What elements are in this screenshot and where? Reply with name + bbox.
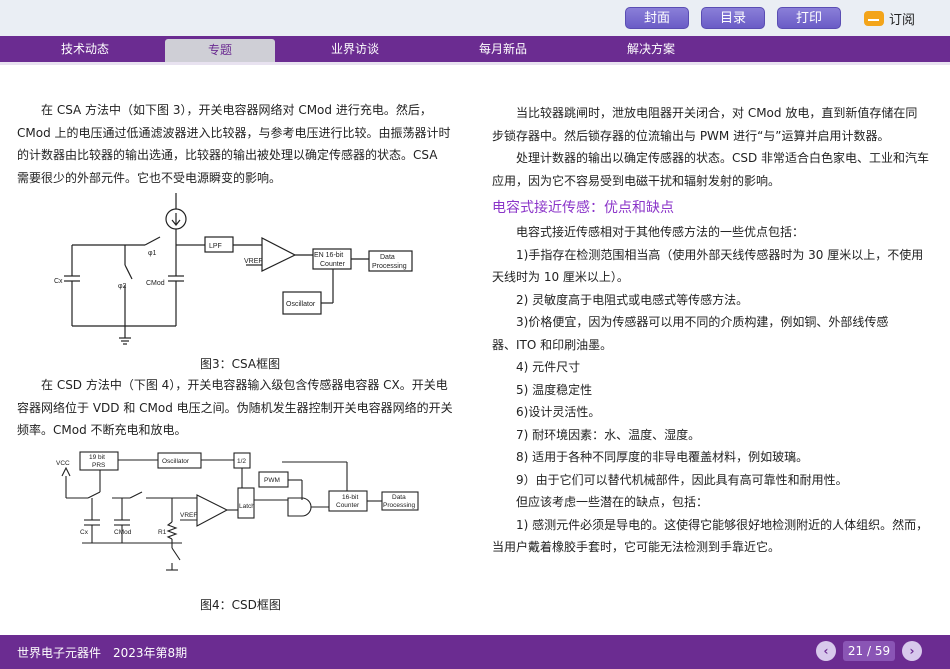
tab-special-topic[interactable]: 专题 [165,39,275,62]
divider-label: 1/2 [237,458,246,465]
list-line: 1)手指存在检测范围相当高（使用外部天线传感器时为 30 厘米以上，不使用 [516,247,924,262]
processing-label: Processing [383,502,416,509]
next-page-icon[interactable]: › [902,641,922,661]
vref-label: VREF [244,258,263,265]
footer-bar: 世界电子元器件 2023年第8期 ‹ 21 / 59 › [0,635,950,669]
list-line: 1) 感测元件必须是导电的。这使得它能够很好地检测附近的人体组织。然而， [516,517,929,532]
text-line: 需要很少的外部元件。它也不受电源瞬变的影响。 [17,170,282,185]
prev-page-icon[interactable]: ‹ [816,641,836,661]
left-paragraph-2: 在 CSD 方法中（下图 4），开关电容器输入级包含传感器电容器 CX。开关电 … [17,374,453,442]
list-line: 当用户戴着橡胶手套时，它可能无法检测到手靠近它。 [492,540,781,554]
counter-label: Counter [336,502,360,509]
phi1-label: φ1 [148,250,157,257]
list-line: 天线时为 10 厘米以上）。 [492,270,629,284]
nav-bar: 技术动态 专题 业界访谈 每月新品 解决方案 [0,36,950,62]
figure-3-caption: 图3：CSA框图 [200,357,281,371]
oscillator-label: Oscillator [286,301,316,308]
top-toolbar: 封面 目录 打印 订阅 [0,0,950,36]
list-line: 7) 耐环境因素：水、温度、湿度。 [516,427,701,442]
tab-tech-news[interactable]: 技术动态 [60,42,109,56]
list-line: 9）由于它们可以替代机械部件，因此具有高可靠性和耐用性。 [516,472,848,487]
r1-label: R1 [158,529,167,536]
cover-button[interactable]: 封面 [625,7,689,29]
print-button[interactable]: 打印 [777,7,841,29]
csa-block-diagram: LPF EN 16-bit Counter Data Processing Os… [54,193,413,345]
issue-label: 世界电子元器件 2023年第8期 [17,646,188,660]
text-line: 处理计数器的输出以确定传感器的状态。CSD 非常适合白色家电、工业和汽车 [516,151,930,165]
pwm-label: PWM [264,477,280,484]
text-line: 在 CSD 方法中（下图 4），开关电容器输入级包含传感器电容器 CX。开关电 [41,378,448,392]
counter-bits-label: 16-bit [342,494,358,501]
processing-label: Processing [372,263,407,270]
subscribe-label: 订阅 [889,12,916,28]
nav-divider [0,62,950,65]
data-label: Data [380,254,395,261]
text-line: 应用，因为它不容易受到电磁干扰和辐射发射的影响。 [492,173,781,188]
prs-label: PRS [92,462,106,469]
cmod-label: CMod [114,529,132,536]
cx-label: Cx [54,278,63,285]
data-label: Data [392,494,406,501]
right-paragraph-1: 当比较器跳闸时，泄放电阻器开关闭合，对 CMod 放电，直到新值存储在同 步锁存… [492,102,917,147]
text-line: 容器网络位于 VDD 和 CMod 电压之间。伪随机发生器控制开关电容器网络的开… [17,400,453,415]
tab-solutions[interactable]: 解决方案 [626,42,675,56]
text-line: 步锁存器中。然后锁存器的位流输出与 PWM 进行“与”运算并启用计数器。 [492,128,890,143]
figure-4-caption: 图4：CSD框图 [200,598,281,612]
latch-label: Latch [239,503,255,510]
tab-interviews[interactable]: 业界访谈 [330,42,379,56]
csd-block-diagram: 19 bit PRS Oscillator 1/2 PWM 16-bit Cou… [56,451,419,571]
section-title: 电容式接近传感：优点和缺点 [492,200,674,216]
cx-label: Cx [80,529,89,536]
toc-button[interactable]: 目录 [701,7,765,29]
lpf-label: LPF [209,243,222,250]
list-line: 6)设计灵活性。 [516,405,601,419]
list-line: 5) 温度稳定性 [516,382,593,397]
counter-label: Counter [320,261,346,268]
cmod-label: CMod [146,280,165,287]
vref-label: VREF [180,512,197,519]
advantages-list: 电容式接近传感相对于其他传感方法的一些优点包括： 1)手指存在检测范围相当高（使用… [492,221,928,559]
prs-bits-label: 19 bit [89,454,105,461]
list-line: 8) 适用于各种不同厚度的非导电覆盖材料，例如玻璃。 [516,450,809,464]
vcc-label: VCC [56,460,70,467]
text-line: 的计数器由比较器的输出选通，比较器的输出被处理以确定传感器的状态。CSA [17,148,438,162]
list-line: 3)价格便宜，因为传感器可以用不同的介质构建，例如铜、外部线传感 [516,315,889,329]
list-line: 器、ITO 和印刷油墨。 [492,337,613,352]
text-line: CMod 上的电压通过低通滤波器进入比较器，与参考电压进行比较。由振荡器计时 [17,125,451,140]
text-line: 在 CSA 方法中（如下图 3），开关电容器网络对 CMod 进行充电。然后， [41,103,432,117]
counter-en-label: EN 16-bit [314,252,343,259]
text-line: 频率。CMod 不断充电和放电。 [17,423,187,437]
right-paragraph-2: 处理计数器的输出以确定传感器的状态。CSD 非常适合白色家电、工业和汽车 应用，… [492,147,929,192]
list-line: 4) 元件尺寸 [516,360,581,374]
left-paragraph-1: 在 CSA 方法中（如下图 3），开关电容器网络对 CMod 进行充电。然后， … [17,99,451,189]
list-line: 电容式接近传感相对于其他传感方法的一些优点包括： [516,225,805,239]
message-icon [864,10,884,26]
oscillator-label: Oscillator [162,458,190,465]
text-line: 当比较器跳闸时，泄放电阻器开关闭合，对 CMod 放电，直到新值存储在同 [516,106,918,120]
pager: ‹ 21 / 59 › [816,641,922,661]
subscribe-button[interactable]: 订阅 [864,8,915,28]
list-line: 2) 灵敏度高于电阻式或电感式等传感方法。 [516,292,749,307]
list-line: 但应该考虑一些潜在的缺点，包括： [516,495,709,509]
page-indicator: 21 / 59 [843,641,895,661]
phi2-label: φ2 [118,283,127,290]
tab-new-products[interactable]: 每月新品 [478,42,527,56]
